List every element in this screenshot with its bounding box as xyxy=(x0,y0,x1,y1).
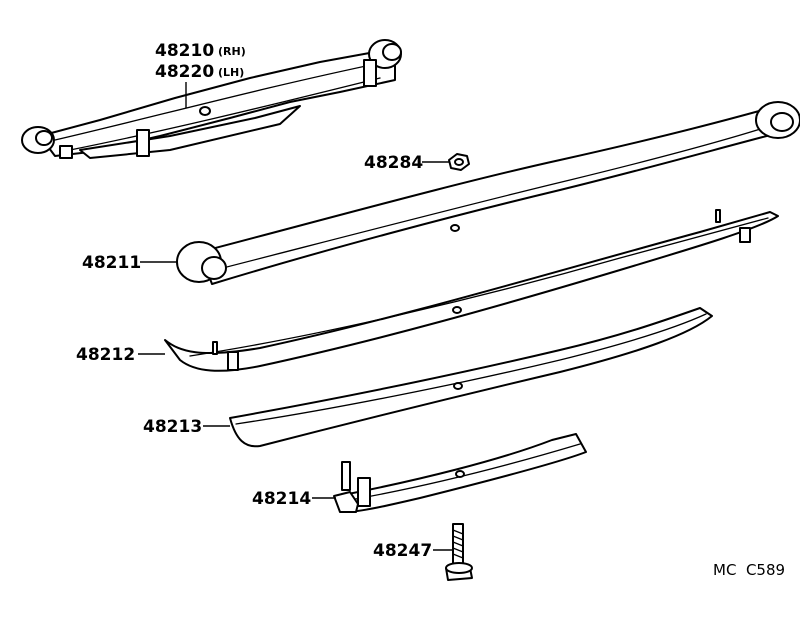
spring-assembly xyxy=(21,39,402,159)
diagram-code: MC C589 xyxy=(713,561,785,579)
leader-lines xyxy=(138,82,453,551)
label-48220: 48220 xyxy=(155,62,214,82)
label-48212: 48212 xyxy=(76,345,135,365)
second-leaf-48212 xyxy=(164,209,779,372)
fourth-leaf-48214 xyxy=(333,433,587,513)
label-48211: 48211 xyxy=(82,253,141,273)
label-rh: (RH) xyxy=(218,45,246,58)
label-lh: (LH) xyxy=(218,66,244,79)
label-48247: 48247 xyxy=(373,541,432,561)
label-48284: 48284 xyxy=(364,153,423,173)
center-bolt-48247 xyxy=(445,523,473,581)
label-48214: 48214 xyxy=(252,489,311,509)
third-leaf-48213 xyxy=(229,307,713,448)
clip-nut-48284 xyxy=(448,153,470,171)
main-leaf-48211 xyxy=(176,101,800,285)
label-48213: 48213 xyxy=(143,417,202,437)
label-48210: 48210 xyxy=(155,41,214,61)
